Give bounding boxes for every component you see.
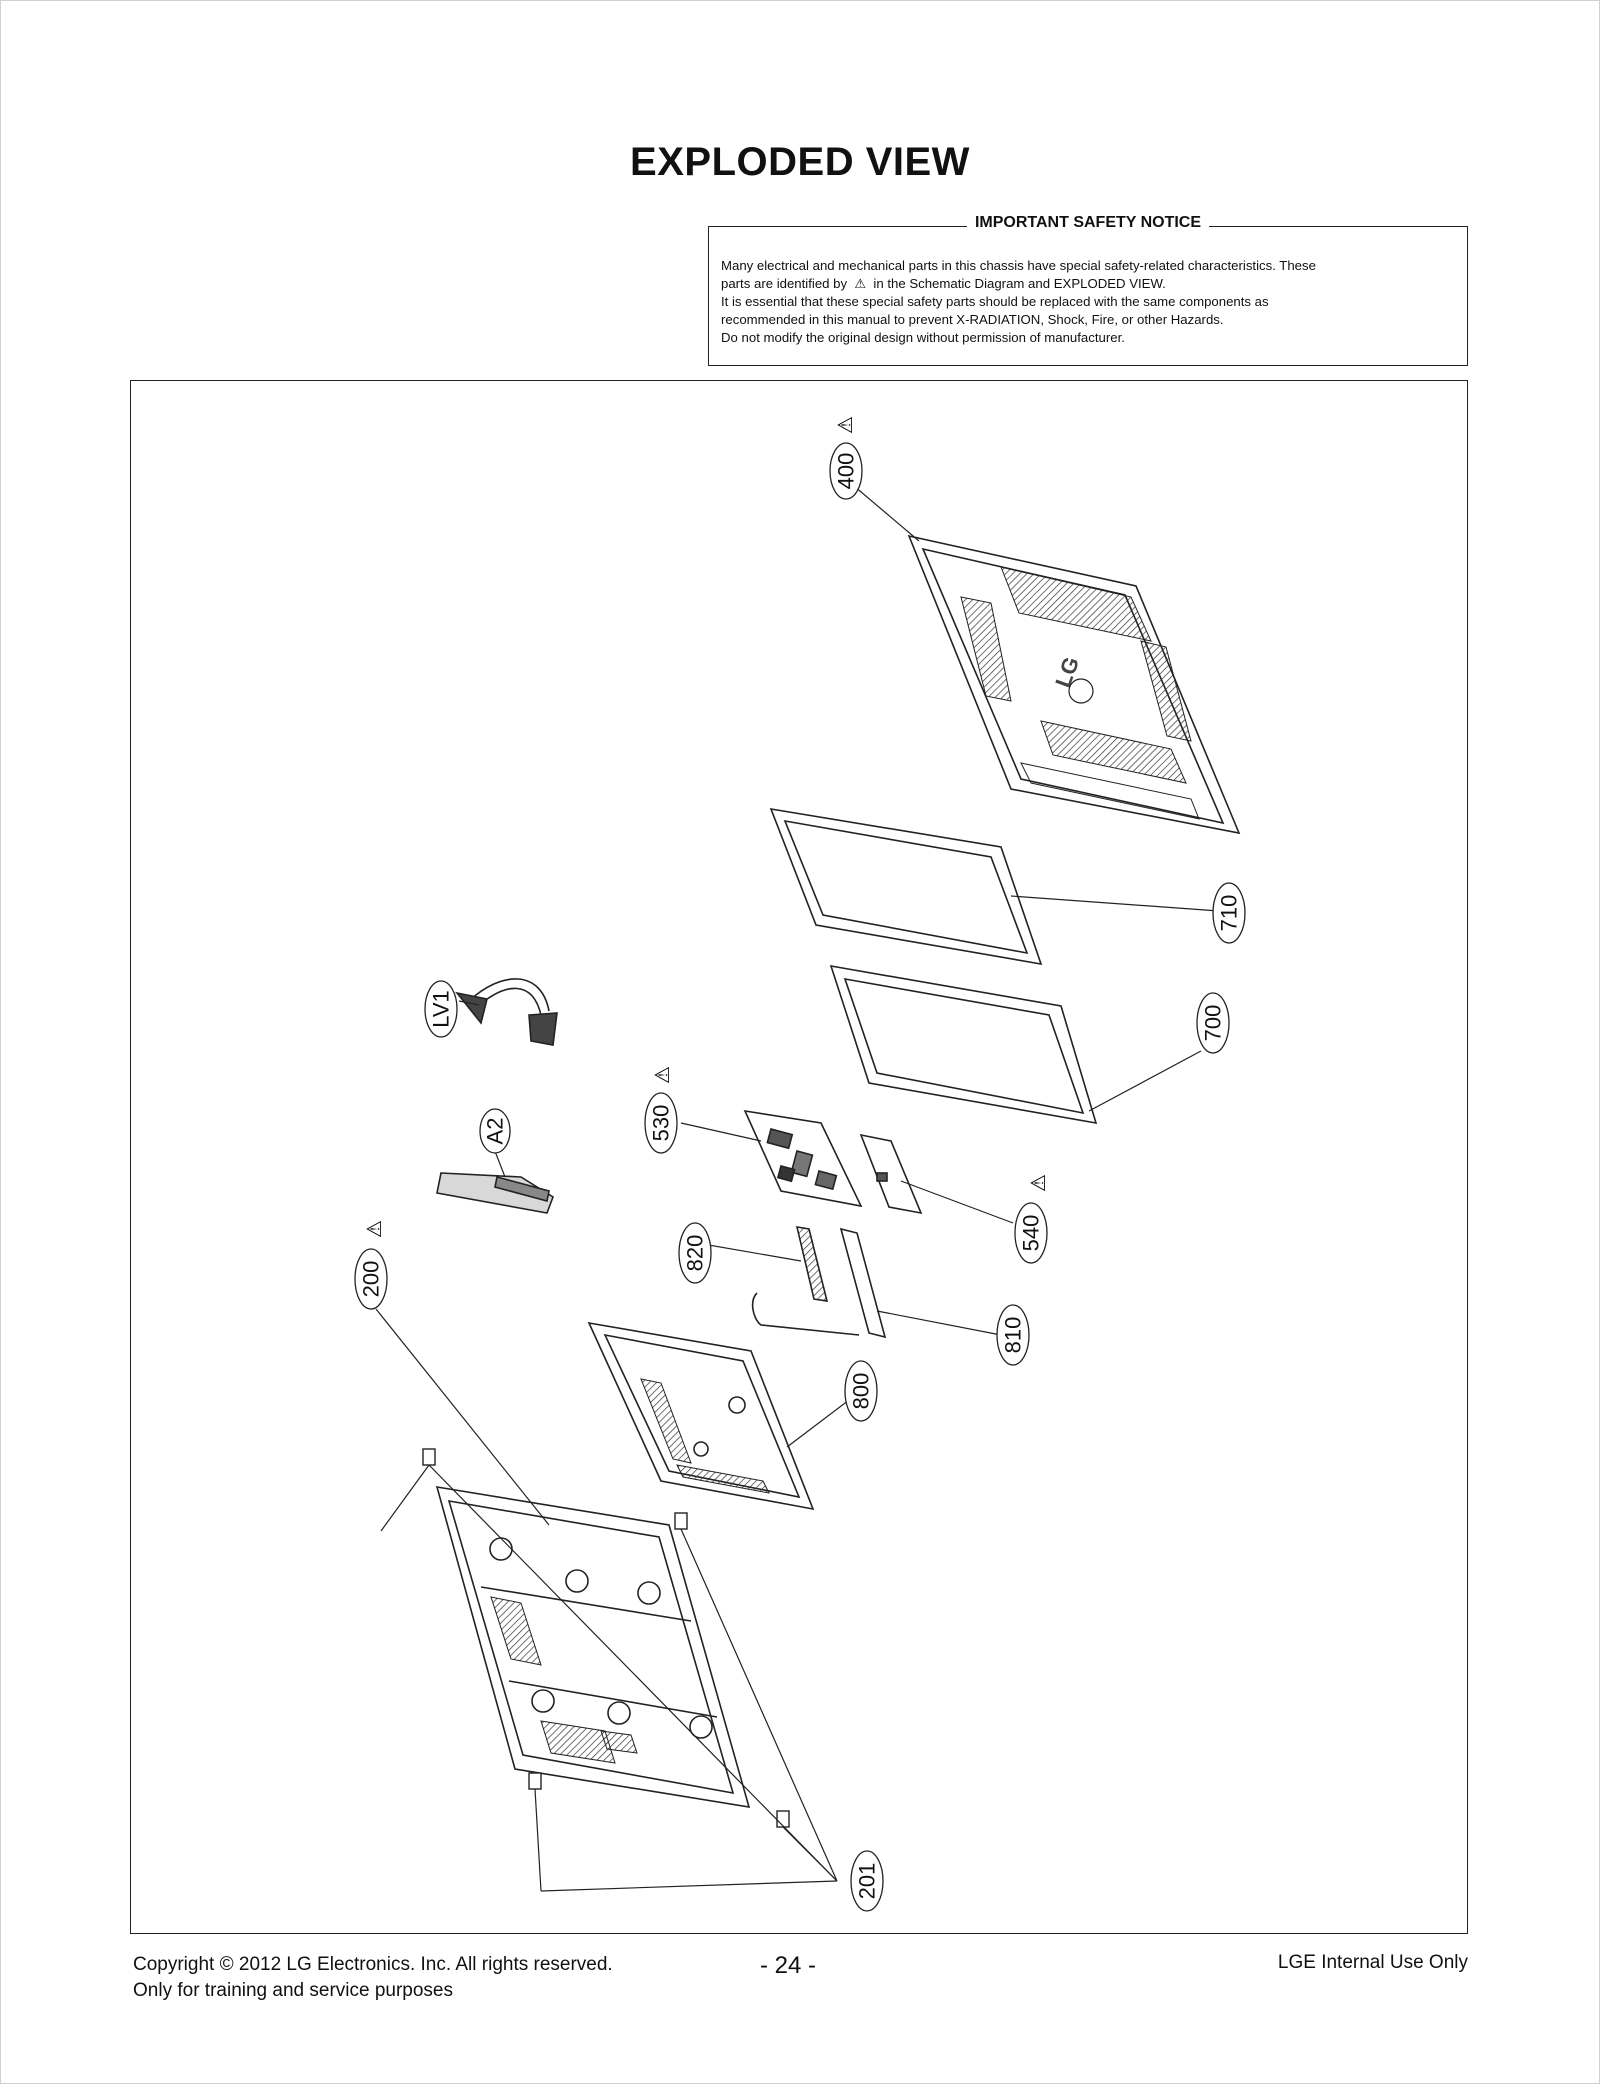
callout-label-710: 710 [1217,895,1242,932]
page-title: EXPLODED VIEW [630,140,970,184]
callout-label-lv1: LV1 [429,990,454,1028]
callout-label-201: 201 [855,1863,880,1900]
part-lv1-cable [455,978,558,1046]
callout-540: 540 ⚠ [1014,1174,1050,1264]
footer-internal-use: LGE Internal Use Only [1277,1952,1468,1973]
callout-700: 700 [1196,992,1230,1054]
part-201-brackets [422,1448,790,1828]
notice-line-2a: parts are identified by [721,276,848,291]
notice-line-2b: in the Schematic Diagram and EXPLODED VI… [873,276,1166,291]
exploded-view-diagram: LG [130,380,1468,1934]
part-540-board [859,1133,923,1215]
part-800-chassis [587,1321,815,1511]
callout-lv1: LV1 [424,980,458,1038]
footer-purpose: Only for training and service purposes [133,1980,453,2001]
part-200-front-cabinet [435,1486,751,1808]
part-820-bracket [795,1226,829,1302]
footer-page-number: - 24 - [760,1952,817,1979]
callout-label-530: 530 [649,1105,674,1142]
part-700-frame [829,964,1098,1125]
callout-label-540: 540 [1019,1215,1044,1252]
warning-triangle-icon: ⚠ [854,276,867,291]
warning-triangle-icon: ⚠ [652,1066,674,1084]
callout-label-700: 700 [1201,1005,1226,1042]
callout-label-a2: A2 [483,1118,508,1145]
callout-a2: A2 [479,1108,511,1154]
callout-400: 400 ⚠ [829,416,863,500]
part-400-rear-cover: LG [907,534,1241,835]
safety-notice-heading: IMPORTANT SAFETY NOTICE [966,214,1210,231]
notice-line-3: It is essential that these special safet… [721,294,1269,309]
callout-label-800: 800 [849,1373,874,1410]
callout-810: 810 [996,1304,1030,1366]
warning-triangle-icon: ⚠ [364,1220,386,1238]
notice-line-4: recommended in this manual to prevent X-… [721,312,1224,327]
notice-line-5: Do not modify the original design withou… [721,330,1125,345]
part-a2-remote [436,1172,554,1214]
callout-label-820: 820 [683,1235,708,1272]
callout-label-200: 200 [359,1261,384,1298]
callout-710: 710 [1212,882,1246,944]
warning-triangle-icon: ⚠ [835,416,857,434]
exploded-view-drawing: LG [354,416,1246,1912]
warning-triangle-icon: ⚠ [1028,1174,1050,1192]
notice-line-1: Many electrical and mechanical parts in … [721,258,1316,273]
callout-label-810: 810 [1001,1317,1026,1354]
callout-200: 200 ⚠ [354,1220,388,1310]
safety-notice-body: Many electrical and mechanical parts in … [721,257,1455,347]
footer-copyright: Copyright © 2012 LG Electronics. Inc. Al… [133,1954,613,1975]
part-810-bracket [751,1227,887,1339]
callout-820: 820 [678,1222,712,1284]
leader-lines [375,485,1220,1892]
callout-201: 201 [850,1850,884,1912]
callout-800: 800 [844,1360,878,1422]
callout-530: 530 ⚠ [644,1066,678,1154]
callout-label-400: 400 [834,453,859,490]
part-530-main-board [743,1109,863,1208]
footer-left: Copyright © 2012 LG Electronics. Inc. Al… [133,1952,613,2004]
part-710-frame [769,807,1043,966]
safety-notice-box: IMPORTANT SAFETY NOTICE Many electrical … [708,214,1468,366]
